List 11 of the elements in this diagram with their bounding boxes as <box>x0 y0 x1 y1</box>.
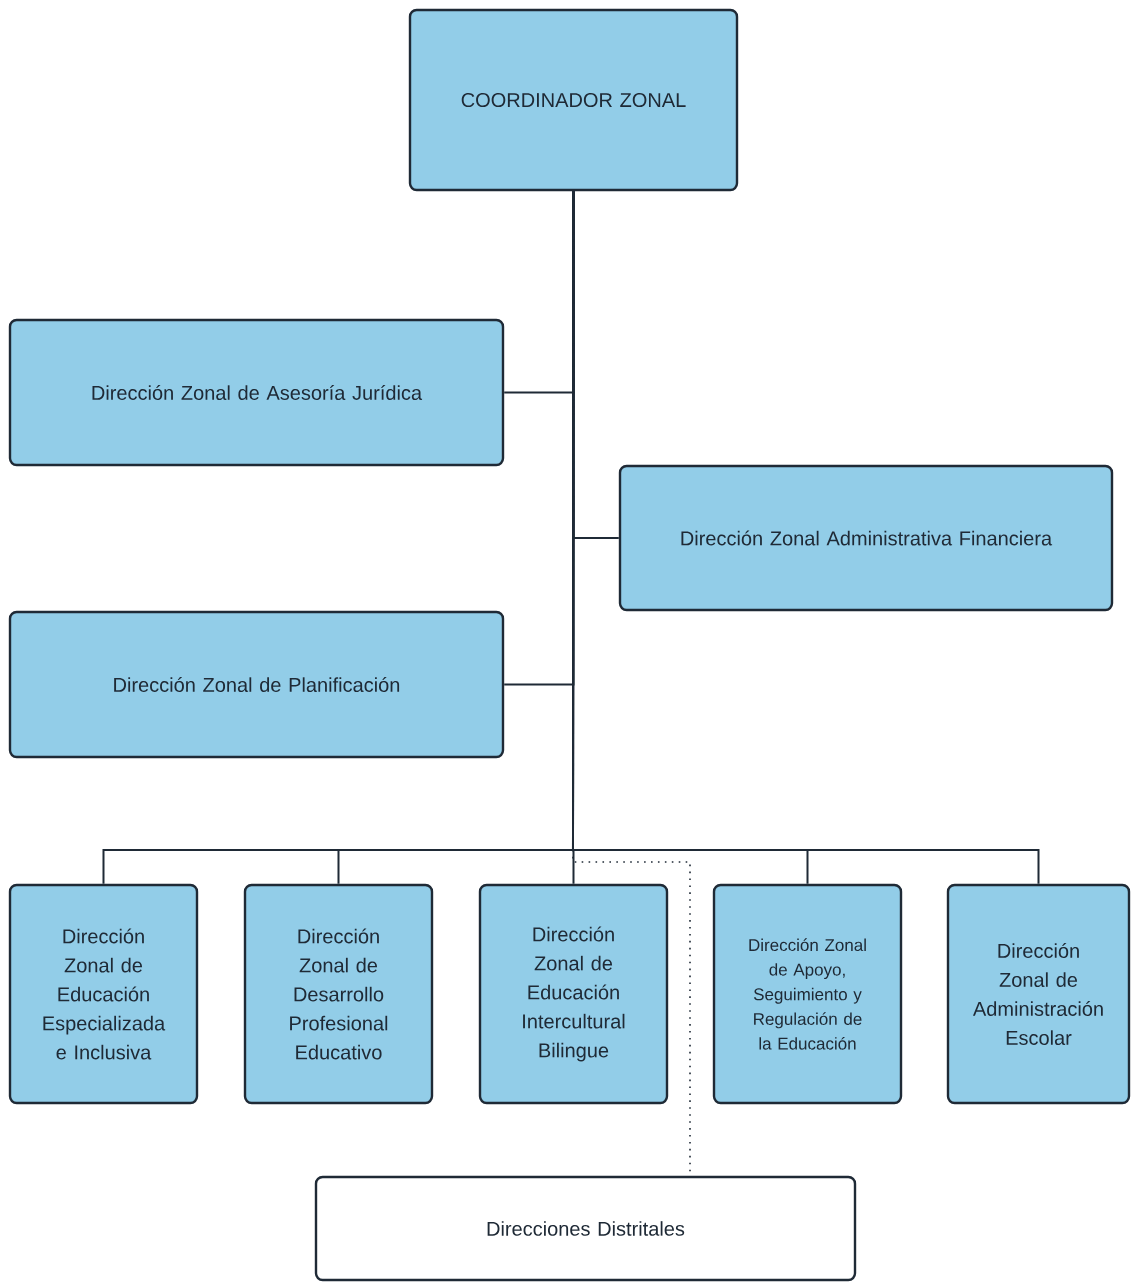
office-box: COORDINADOR ZONAL <box>408 8 739 192</box>
office-box: Dirección Zonal de Asesoría Jurídica <box>8 318 505 467</box>
unit-box: Direcciones Distritales <box>314 1175 857 1282</box>
office-box: Dirección Zonal de Desarrollo Profesional Educativo <box>243 883 434 1105</box>
office-box: Dirección Zonal de Educación Intercultural Bilingue <box>478 883 669 1105</box>
office-box: Dirección Zonal de Administración Escolar <box>946 883 1131 1105</box>
office-box: Dirección Zonal de Apoyo, Seguimiento y Regulación de la Educación <box>712 883 903 1105</box>
office-box: Dirección Zonal de Educación Especializada e Inclusiva <box>8 883 199 1105</box>
connector <box>572 190 1040 885</box>
office-box: Dirección Zonal Administrativa Financiera <box>618 464 1114 612</box>
office-box: Dirección Zonal de Planificación <box>8 610 505 759</box>
